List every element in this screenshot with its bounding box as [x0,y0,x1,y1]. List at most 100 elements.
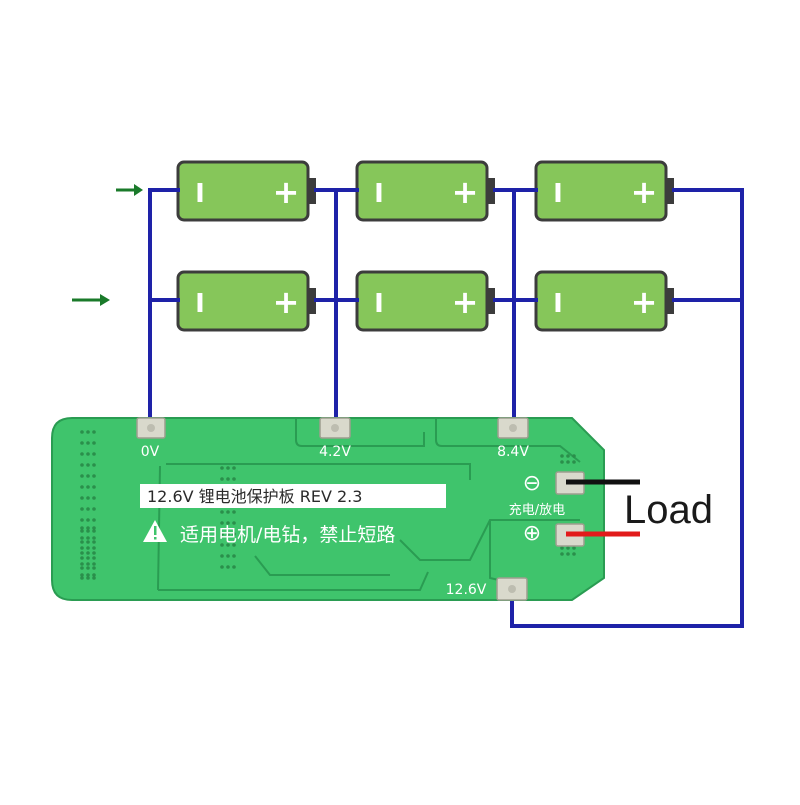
via-dot [92,518,96,522]
battery-cell: I + [176,160,316,222]
via-dot [80,496,84,500]
via-dot [92,529,96,533]
via-dot [86,463,90,467]
via-dot [92,536,96,540]
via-dot [232,477,236,481]
load-label: Load [624,488,713,532]
via-dot [232,466,236,470]
via-dot [226,554,230,558]
solder-pads [136,417,585,601]
battery-minus-symbol: I [195,179,205,209]
board-title-box [140,484,446,508]
pad-label-0v: 0V [141,444,160,460]
via-dot [86,540,90,544]
via-dot [92,526,96,530]
battery-cell: I + [534,160,674,222]
via-dot [86,529,90,533]
via-dot [86,518,90,522]
battery-plus-symbol: + [452,173,479,211]
battery-row-bottom: I + I + I + [176,270,674,332]
battery-minus-symbol: I [553,289,563,319]
minus-terminal-icon: ⊖ [523,471,541,496]
via-dot [572,552,576,556]
via-dot [92,485,96,489]
via-dot [80,507,84,511]
battery-plus-symbol: + [273,173,300,211]
via-dot [220,510,224,514]
via-dot [232,543,236,547]
via-dot [92,441,96,445]
via-dot [92,496,96,500]
warning-triangle-icon [143,520,167,542]
via-dot [80,441,84,445]
via-dot [92,546,96,550]
via-dot [80,536,84,540]
via-dot [92,540,96,544]
pad-label-12v6: 12.6V [446,582,487,598]
via-dot [80,566,84,570]
via-dot [566,552,570,556]
battery-minus-symbol: I [553,179,563,209]
load-leads [566,479,640,537]
via-dot [220,521,224,525]
via-dot [566,460,570,464]
via-dot [572,546,576,550]
via-dot [80,485,84,489]
battery-row-top: I + I + I + [176,160,674,222]
via-dot [232,554,236,558]
via-dot [92,463,96,467]
via-dot [220,543,224,547]
via-dot [86,562,90,566]
via-dot [80,463,84,467]
via-dot [220,554,224,558]
via-dot [92,562,96,566]
wiring [148,188,744,628]
via-dot [86,441,90,445]
via-dot [86,452,90,456]
via-dot [80,452,84,456]
via-dot [92,573,96,577]
via-dot [86,526,90,530]
via-dot [86,551,90,555]
via-dot [572,454,576,458]
battery-cell: I + [534,270,674,332]
via-dot [80,551,84,555]
via-dot [92,474,96,478]
pad-label-4v2: 4.2V [319,444,351,460]
board-title: 12.6V 锂电池保护板 REV 2.3 [147,487,362,506]
via-dot [226,532,230,536]
via-dot [92,556,96,560]
via-dot [92,452,96,456]
battery-cell: I + [176,270,316,332]
via-dot [80,518,84,522]
terminal-label: 充电/放电 [509,502,565,518]
via-dot [86,474,90,478]
via-dot [86,566,90,570]
via-dot [226,521,230,525]
via-dot [92,507,96,511]
via-dot [86,546,90,550]
via-dot [86,496,90,500]
battery-minus-symbol: I [374,179,384,209]
battery-plus-symbol: + [631,283,658,321]
via-dot [226,477,230,481]
via-dot [92,551,96,555]
via-dot [86,556,90,560]
via-dot [80,474,84,478]
via-dot [80,526,84,530]
via-dot [226,565,230,569]
battery-plus-symbol: + [452,283,479,321]
battery-minus-symbol: I [195,289,205,319]
battery-plus-symbol: + [631,173,658,211]
via-dot [220,532,224,536]
via-dot [80,576,84,580]
battery-cell: I + [355,270,495,332]
via-dot [86,485,90,489]
via-dot [226,543,230,547]
battery-minus-symbol: I [374,289,384,319]
via-dot [86,573,90,577]
via-dot [566,454,570,458]
via-dot [86,430,90,434]
